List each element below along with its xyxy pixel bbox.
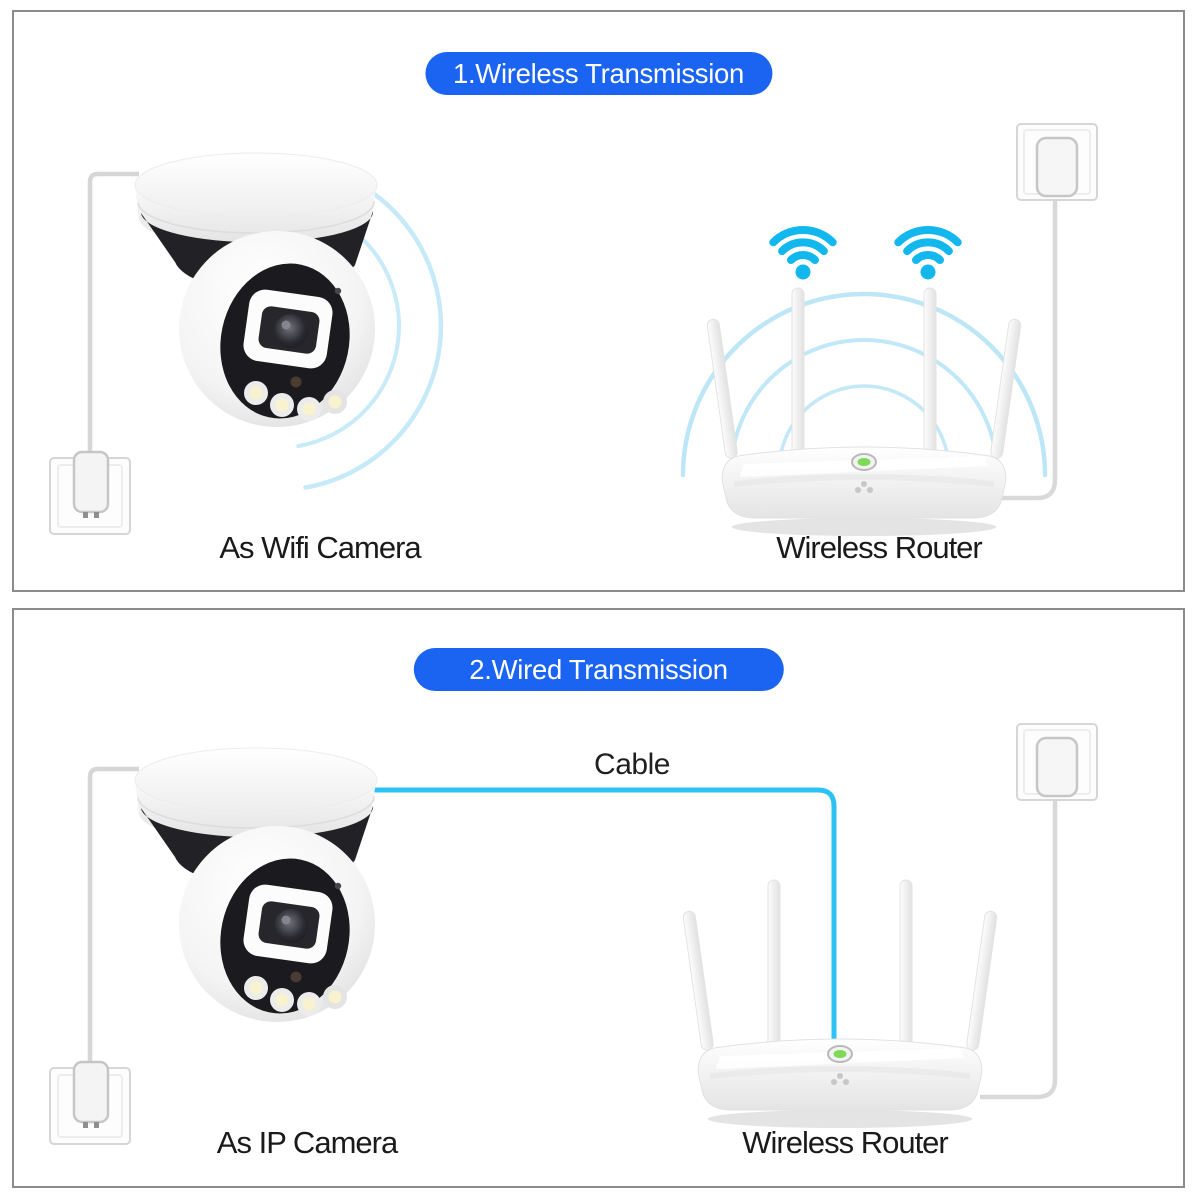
wifi-signal-icon xyxy=(898,230,957,280)
camera-label: As Wifi Camera xyxy=(219,530,421,565)
wifi-signal-icon xyxy=(773,230,832,280)
wall-plug-illustration xyxy=(48,450,132,536)
wifi-camera-illustration xyxy=(134,152,378,432)
camera-power-cable xyxy=(87,171,139,456)
router-signal-arcs-illustration xyxy=(680,291,1048,478)
wireless-router-illustration xyxy=(681,879,999,1129)
ip-camera-illustration xyxy=(134,747,378,1027)
wireless-diagram xyxy=(48,122,1099,537)
router-label: Wireless Router xyxy=(742,1125,948,1160)
section-title-pill: 1.Wireless Transmission xyxy=(424,52,773,95)
section-title-pill: 2.Wired Transmission xyxy=(413,648,784,691)
wired-diagram xyxy=(48,722,1099,1146)
power-outlet-illustration xyxy=(1015,122,1099,202)
router-label: Wireless Router xyxy=(776,530,982,565)
camera-label: As IP Camera xyxy=(216,1125,398,1160)
wall-plug-illustration xyxy=(48,1060,132,1146)
camera-power-cable xyxy=(87,766,139,1066)
wired-transmission-panel: 2.Wired Transmission Cable As IP Camera … xyxy=(12,608,1185,1188)
power-outlet-illustration xyxy=(1015,722,1099,802)
router-power-cable xyxy=(980,798,1058,1100)
cable-label: Cable xyxy=(594,748,670,781)
router-power-cable xyxy=(984,198,1058,501)
network-cable xyxy=(374,787,837,1040)
wireless-router-illustration xyxy=(705,287,1023,537)
wireless-transmission-panel: 1.Wireless Transmission As Wifi Camera W… xyxy=(12,10,1185,592)
